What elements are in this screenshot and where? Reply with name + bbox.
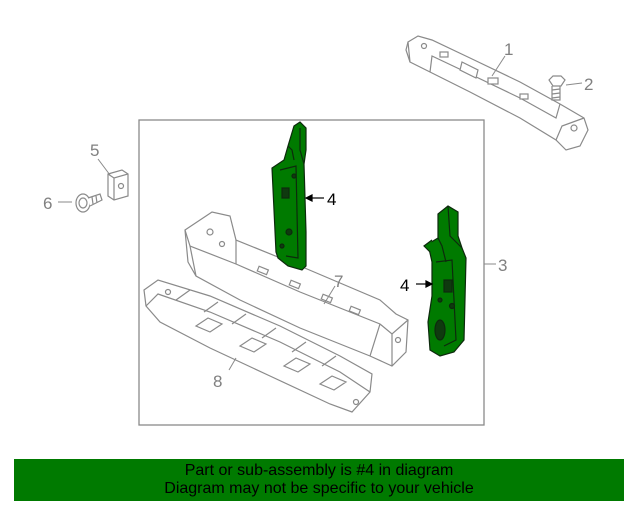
callout-4-upper: 4 <box>327 190 336 209</box>
leader-arrows-part-4 <box>304 194 434 288</box>
callout-3: 3 <box>498 256 507 275</box>
callout-7: 7 <box>334 272 343 291</box>
part-2-bolt <box>548 75 566 101</box>
callout-1: 1 <box>504 40 513 59</box>
notice-banner: Part or sub-assembly is #4 in diagram Di… <box>14 459 624 501</box>
part-1-upper-tie-bar <box>405 35 589 151</box>
part-5-clip-nut <box>107 169 129 201</box>
part-3-assembly-frame <box>138 119 485 426</box>
part-4-side-member-lower <box>423 205 467 357</box>
callout-6: 6 <box>43 194 52 213</box>
part-4-side-member-upper <box>271 121 307 271</box>
notice-line-1: Part or sub-assembly is #4 in diagram <box>184 462 454 479</box>
leader-lines <box>58 55 583 371</box>
part-7-reinforcement <box>184 211 409 367</box>
part-8-lower-absorber <box>143 279 373 413</box>
callout-2: 2 <box>584 75 593 94</box>
part-6-bolt <box>75 193 103 213</box>
callout-5: 5 <box>90 141 99 160</box>
notice-line-2: Diagram may not be specific to your vehi… <box>164 480 474 497</box>
callout-8: 8 <box>213 372 222 391</box>
callout-4-lower: 4 <box>400 276 409 295</box>
